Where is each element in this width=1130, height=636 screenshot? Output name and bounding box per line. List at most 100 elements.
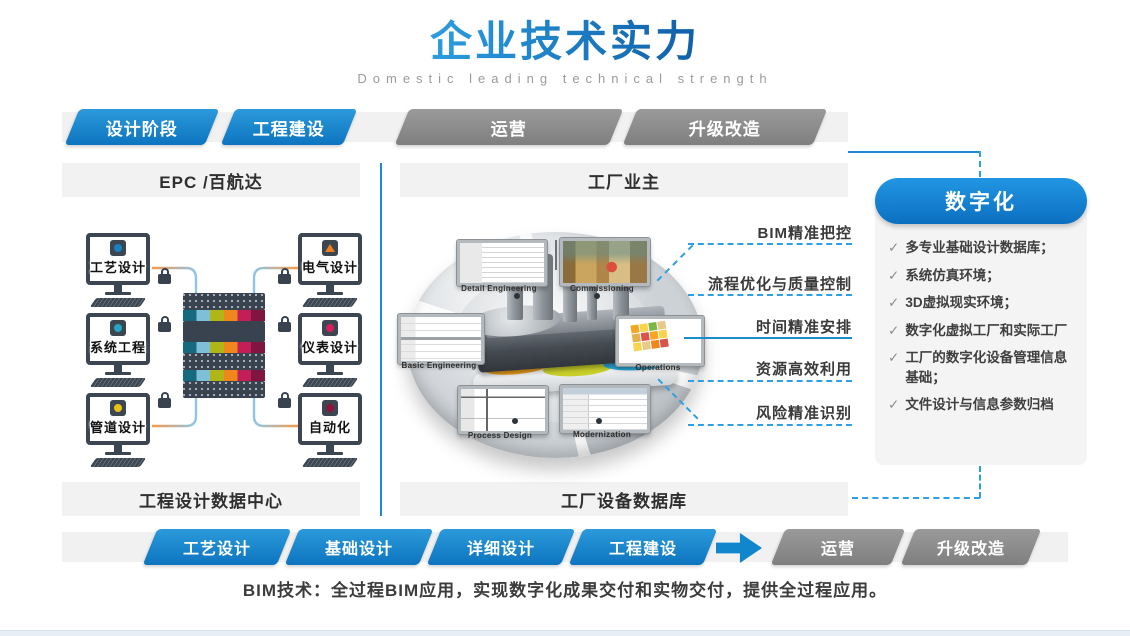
step-label: 基础设计: [324, 541, 393, 558]
step-detail-design[interactable]: 详细设计: [426, 529, 576, 565]
data-server-stack: [183, 293, 265, 398]
software-window-screen: [563, 388, 647, 430]
benefit-risk-identification: 风险精准识别: [755, 405, 852, 422]
checklist-item: ✓ 多专业基础设计数据库；: [888, 238, 1080, 258]
electrical-design-icon: [322, 240, 338, 256]
keyboard: [301, 458, 359, 467]
design-data-center-footer: 工程设计数据中心: [62, 482, 360, 516]
workstation-automation: 自动化: [298, 393, 362, 467]
section-divider: [380, 163, 382, 516]
step-label: 升级改造: [936, 541, 1005, 558]
check-icon: ✓: [888, 322, 900, 338]
workstation-label: 系统工程: [89, 340, 146, 355]
server-stripe: [183, 370, 265, 381]
solid-connector: [684, 337, 852, 339]
lock-icon: [278, 268, 291, 284]
lock-icon: [278, 316, 291, 332]
checklist-text: 多专业基础设计数据库；: [905, 240, 1054, 255]
step-upgrade[interactable]: 升级改造: [900, 529, 1042, 565]
digitalization-checklist: ✓ 多专业基础设计数据库； ✓ 系统仿真环境； ✓ 3D虚拟现实环境； ✓ 数字…: [888, 238, 1080, 415]
checklist-item: ✓ 数字化虚拟工厂和实际工厂: [888, 321, 1080, 341]
circle-label: Detail Engineering: [461, 284, 537, 293]
benefit-process-quality: 流程优化与质量控制: [707, 276, 852, 293]
check-icon: ✓: [888, 397, 900, 413]
dashed-connector: [688, 424, 852, 426]
step-label: 运营: [820, 541, 855, 558]
piping-design-icon: [110, 400, 126, 416]
step-label: 详细设计: [466, 541, 535, 558]
lock-icon: [158, 316, 171, 332]
title-block: 企业技术实力 Domestic leading technical streng…: [0, 8, 1130, 86]
process-design-icon: [110, 240, 126, 256]
step-basic-design[interactable]: 基础设计: [284, 529, 434, 565]
circle-label: Process Design: [467, 431, 533, 440]
check-icon: ✓: [888, 267, 900, 283]
bim-caption: BIM技术：全过程BIM应用，实现数字化成果交付和实物交付，提供全过程应用。: [242, 581, 888, 600]
circle-label: Basic Engineering: [401, 361, 477, 370]
factory-photo-screen: [563, 241, 647, 283]
keyboard: [301, 378, 359, 387]
tab-to-panel-line: [848, 151, 980, 153]
workstation-label: 管道设计: [89, 420, 146, 435]
workstation-process-design: 工艺设计: [86, 233, 150, 307]
checklist-item: ✓ 系统仿真环境；: [888, 266, 1080, 286]
cad-screen: [461, 389, 545, 431]
connector-dot: [512, 418, 518, 424]
checklist-text: 数字化虚拟工厂和实际工厂: [905, 322, 1068, 338]
automation-icon: [322, 400, 338, 416]
tab-label: 工程建设: [253, 119, 325, 139]
detail-engineering-thumbnail: [456, 239, 548, 287]
tab-design-phase[interactable]: 设计阶段: [64, 109, 220, 145]
checklist-item: ✓ 3D虚拟现实环境；: [888, 293, 1080, 313]
tab-upgrade[interactable]: 升级改造: [622, 109, 828, 145]
monitor: [86, 313, 150, 365]
keyboard: [89, 298, 147, 307]
tab-label: 运营: [491, 119, 527, 139]
monitor: [298, 393, 362, 445]
tab-engineering-construction[interactable]: 工程建设: [220, 109, 358, 145]
factory-owner-header: 工厂业主: [400, 163, 848, 197]
keyboard: [89, 378, 147, 387]
commissioning-thumbnail: [559, 237, 651, 287]
benefit-resource-efficiency: 资源高效利用: [755, 361, 852, 378]
lock-icon: [158, 392, 171, 408]
monitor: [298, 313, 362, 365]
benefit-time-schedule: 时间精准安排: [755, 319, 852, 336]
pid-diagram-screen: [401, 317, 481, 361]
process-design-thumbnail: [457, 385, 549, 435]
instrument-design-icon: [322, 320, 338, 336]
dashed-connector: [688, 380, 852, 382]
check-icon: ✓: [888, 295, 900, 311]
tab-to-panel-dashed: [979, 151, 981, 177]
server-panel: [183, 293, 265, 310]
server-panel: [183, 321, 265, 342]
step-engineering-construction[interactable]: 工程建设: [568, 529, 718, 565]
checklist-text: 工厂的数字化设备管理信息基础；: [905, 350, 1068, 385]
network-lines: [152, 266, 298, 428]
tab-label: 设计阶段: [106, 119, 178, 139]
connector-dot: [514, 293, 520, 299]
server-panel: [183, 381, 265, 398]
benefit-bim-control: BIM精准把控: [757, 225, 852, 242]
equipment-database-footer: 工厂设备数据库: [400, 482, 848, 516]
connector-dot: [594, 293, 600, 299]
monitor: [86, 233, 150, 285]
connector-dot: [596, 418, 602, 424]
tab-label: 升级改造: [689, 119, 761, 139]
tab-operation[interactable]: 运营: [394, 109, 624, 145]
step-label: 工程建设: [608, 541, 677, 558]
page-title: 企业技术实力: [430, 8, 700, 69]
checklist-text: 系统仿真环境；: [905, 267, 1000, 283]
workstation-label: 自动化: [308, 420, 351, 435]
lock-icon: [278, 392, 291, 408]
check-icon: ✓: [888, 350, 900, 366]
step-process-design[interactable]: 工艺设计: [142, 529, 292, 565]
tree-view-screen: [460, 243, 544, 283]
page-subtitle: Domestic leading technical strength: [357, 71, 773, 86]
workstation-label: 电气设计: [301, 260, 358, 275]
bottom-edge-strip: [0, 630, 1130, 636]
modernization-thumbnail: [559, 384, 651, 434]
dashed-connector: [688, 294, 852, 296]
step-operation[interactable]: 运营: [770, 529, 906, 565]
circle-label: Modernization: [572, 430, 632, 439]
